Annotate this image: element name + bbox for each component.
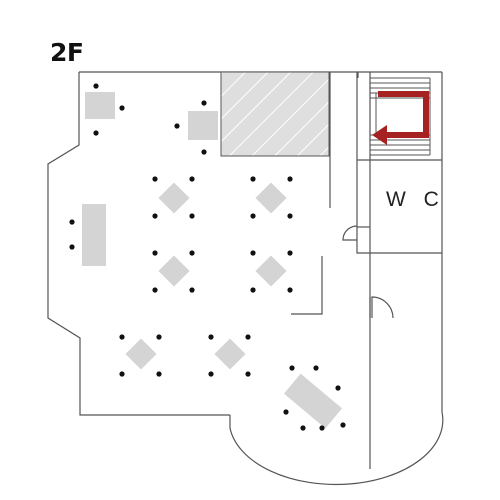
table: [255, 182, 287, 214]
lounge-chair: [85, 92, 115, 119]
wc-door: [342, 225, 358, 241]
stair-arrow-icon: [372, 91, 429, 145]
hatched-core: [220, 71, 330, 157]
big-table: [283, 373, 343, 429]
floor-label: 2F: [50, 38, 84, 67]
table: [214, 338, 246, 370]
hall-door: [371, 296, 394, 319]
lounge-chair: [188, 111, 218, 140]
table: [125, 338, 157, 370]
furniture: [82, 92, 343, 429]
table: [158, 182, 190, 214]
long-table: [82, 204, 106, 266]
outer-walls: [47, 71, 444, 486]
wc-label: W C: [386, 188, 445, 211]
doors: [342, 225, 394, 319]
table: [158, 255, 190, 287]
staircase: [370, 77, 431, 156]
interior-walls: [291, 72, 442, 318]
table: [255, 255, 287, 287]
chair-dots: [69, 83, 346, 431]
